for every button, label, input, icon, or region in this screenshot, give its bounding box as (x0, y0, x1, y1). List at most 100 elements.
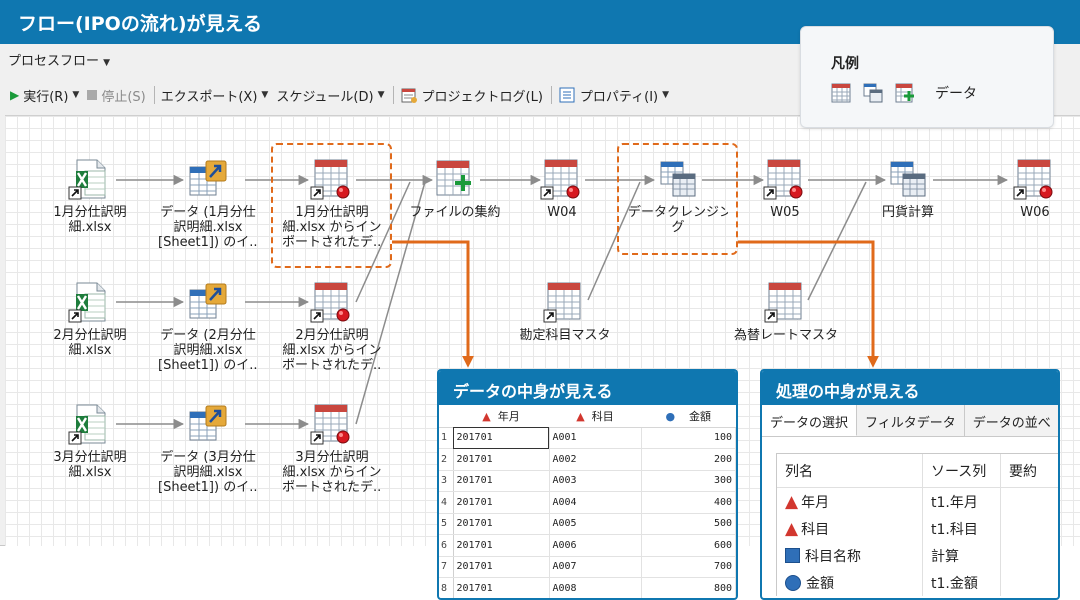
legend-row: データ (831, 83, 977, 103)
grid-row[interactable]: 金額 t1.金額 (777, 569, 1058, 596)
cell-ym[interactable]: 201701 (453, 577, 550, 598)
properties-button[interactable]: プロパティ(I) ▼ (558, 86, 669, 105)
process-flow-menu[interactable]: プロセスフロー ▼ (0, 44, 1080, 74)
sas-dataset-icon (310, 280, 354, 324)
node-label: ポートされたデ... (282, 235, 382, 250)
master-node-kamoku[interactable]: 勘定科目マスタ (510, 280, 620, 343)
cell-ym[interactable]: 201701 (453, 427, 550, 449)
schedule-button-label: スケジュール(D) (276, 89, 374, 105)
query-node-yen[interactable]: 円貨計算 (858, 157, 958, 220)
excel-file-icon (68, 402, 112, 446)
cell-kamoku[interactable]: A003 (549, 470, 642, 492)
cell-kamoku[interactable]: A001 (549, 427, 642, 449)
cell-ym[interactable]: 201701 (453, 556, 550, 578)
row-number: 3 (439, 470, 454, 492)
row-number: 8 (439, 577, 454, 598)
tab-sort-data[interactable]: データの並べ (965, 405, 1058, 436)
toolbar: ▶ 実行(R) ▼ 停止(S) エクスポート(X) ▼ スケジュール(D) ▼ … (0, 81, 1080, 109)
node-label: データクレンジン (628, 205, 728, 220)
column-header-amount[interactable]: ● 金額 (641, 405, 736, 428)
cell-ym[interactable]: 201701 (453, 470, 550, 492)
cell-amount[interactable]: 500 (641, 513, 736, 535)
import-task-node-3[interactable]: データ (3月分仕 訳明細.xlsx [Sheet1]) のイ... (158, 402, 258, 495)
char-column-icon: ▲ (576, 409, 585, 423)
cell-amount[interactable]: 300 (641, 470, 736, 492)
run-button-label: 実行(R) (23, 89, 69, 105)
cell-amount[interactable]: 400 (641, 491, 736, 514)
cell-amount[interactable]: 800 (641, 577, 736, 598)
stop-button-label: 停止(S) (101, 89, 146, 105)
grid-row[interactable]: ▲年月 t1.年月 (777, 488, 1058, 515)
query-builder-icon (886, 157, 930, 201)
dataset-node-3[interactable]: 3月分仕訳明 細.xlsx からイン ポートされたデ... (282, 402, 382, 495)
export-button[interactable]: エクスポート(X) ▼ (161, 86, 269, 105)
node-label: [Sheet1]) のイ... (158, 358, 258, 373)
cell-kamoku[interactable]: A007 (549, 556, 642, 578)
cell-amount[interactable]: 200 (641, 448, 736, 471)
cell-ym[interactable]: 201701 (453, 491, 550, 514)
cell-kamoku[interactable]: A005 (549, 513, 642, 535)
tab-select-data[interactable]: データの選択 (762, 405, 858, 436)
node-label: 細.xlsx からイン (282, 343, 382, 358)
column-header-kamoku[interactable]: ▲ 科目 (549, 405, 641, 428)
grid-summary (1001, 542, 1058, 569)
table-header-row: ▲ 年月 ▲ 科目 ● 金額 (439, 405, 736, 428)
excel-file-node-1[interactable]: 1月分仕訳明 細.xlsx (40, 157, 140, 235)
cell-amount[interactable]: 600 (641, 534, 736, 557)
node-label: 細.xlsx (68, 465, 112, 480)
cell-ym[interactable]: 201701 (453, 534, 550, 557)
dataset-node-1[interactable]: 1月分仕訳明 細.xlsx からイン ポートされたデ... (282, 157, 382, 250)
cell-amount[interactable]: 700 (641, 556, 736, 578)
dataset-node-w05[interactable]: W05 (735, 157, 835, 220)
grid-header-column-name: 列名 (777, 454, 923, 487)
cell-kamoku[interactable]: A002 (549, 448, 642, 471)
node-label: W04 (547, 205, 577, 220)
project-log-button[interactable]: プロジェクトログ(L) (400, 86, 543, 105)
append-task-node[interactable]: ファイルの集約 (405, 157, 505, 220)
import-data-icon (186, 157, 230, 201)
import-task-node-2[interactable]: データ (2月分仕 訳明細.xlsx [Sheet1]) のイ... (158, 280, 258, 373)
node-label: 1月分仕訳明 (53, 205, 127, 220)
import-task-node-1[interactable]: データ (1月分仕 訳明細.xlsx [Sheet1]) のイ... (158, 157, 258, 250)
dataset-node-2[interactable]: 2月分仕訳明 細.xlsx からイン ポートされたデ... (282, 280, 382, 373)
node-label: [Sheet1]) のイ... (158, 480, 258, 495)
properties-button-label: プロパティ(I) (579, 89, 659, 105)
master-node-rate[interactable]: 為替レートマスタ (730, 280, 842, 343)
chevron-down-icon[interactable]: ▼ (72, 90, 80, 100)
node-label: 3月分仕訳明 (53, 450, 127, 465)
grid-row[interactable]: 科目名称 計算 (777, 542, 1058, 569)
tab-filter-data[interactable]: フィルタデータ (857, 405, 965, 436)
stop-button[interactable]: 停止(S) (87, 86, 146, 105)
cell-kamoku[interactable]: A008 (549, 577, 642, 598)
node-label: 為替レートマスタ (733, 328, 838, 343)
excel-file-node-2[interactable]: 2月分仕訳明 細.xlsx (40, 280, 140, 358)
cell-ym[interactable]: 201701 (453, 513, 550, 535)
grid-summary (1001, 569, 1058, 596)
process-highlight-box (617, 143, 738, 255)
dataset-node-w04[interactable]: W04 (512, 157, 612, 220)
node-label: [Sheet1]) のイ... (158, 235, 258, 250)
cell-kamoku[interactable]: A004 (549, 491, 642, 514)
properties-icon (559, 87, 575, 103)
node-label: データ (1月分仕 (160, 205, 256, 220)
cell-kamoku[interactable]: A006 (549, 534, 642, 557)
run-button[interactable]: ▶ 実行(R) ▼ (10, 86, 79, 105)
query-node-cleansing[interactable]: データクレンジン グ (628, 157, 728, 235)
schedule-button[interactable]: スケジュール(D) ▼ (276, 86, 384, 105)
char-column-icon: ▲ (482, 409, 491, 423)
excel-file-node-3[interactable]: 3月分仕訳明 細.xlsx (40, 402, 140, 480)
dataset-node-w06[interactable]: W06 (985, 157, 1080, 220)
cell-amount[interactable]: 100 (641, 427, 736, 449)
column-header-ym[interactable]: ▲ 年月 (453, 405, 549, 428)
grid-row[interactable]: ▲科目 t1.科目 (777, 515, 1058, 542)
cell-ym[interactable]: 201701 (453, 448, 550, 471)
